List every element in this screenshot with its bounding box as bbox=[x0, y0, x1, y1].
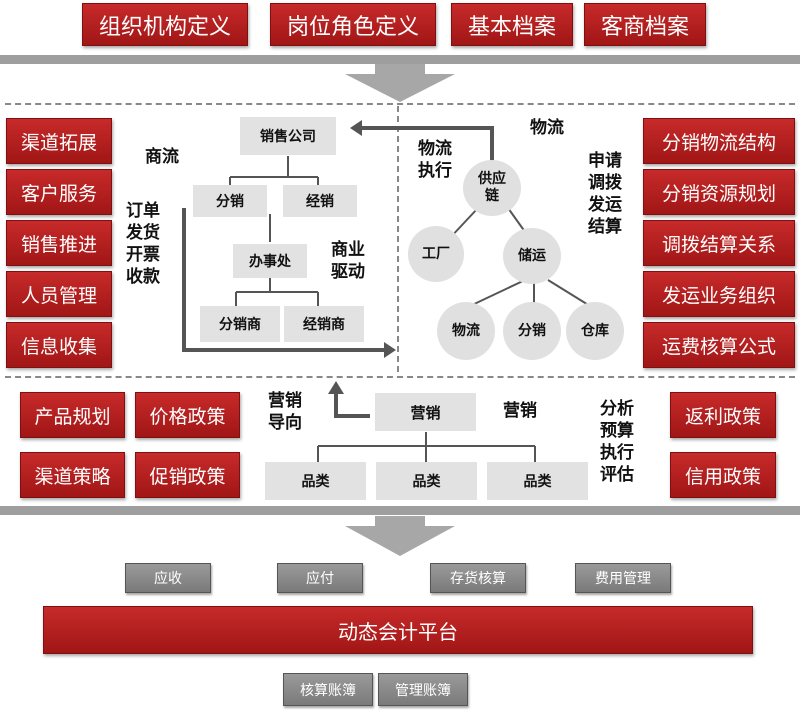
top-divider-bar bbox=[0, 55, 800, 64]
accounting-platform-bar[interactable]: 动态会计平台 bbox=[43, 606, 753, 654]
staff-management-button[interactable]: 人员管理 bbox=[6, 271, 112, 317]
factory-node: 工厂 bbox=[408, 226, 464, 282]
marketing-root-node: 营销 bbox=[375, 393, 476, 431]
upper-dashed-divider bbox=[5, 103, 795, 105]
commerce-tree-lines bbox=[229, 156, 319, 306]
basic-archive-button[interactable]: 基本档案 bbox=[451, 3, 573, 46]
down-arrow-bottom bbox=[345, 516, 455, 556]
channel-strategy-button[interactable]: 渠道策略 bbox=[20, 452, 125, 498]
dealer-merchant-node: 经销商 bbox=[284, 306, 364, 342]
category-node-2: 品类 bbox=[376, 462, 477, 500]
dealer-node: 经销 bbox=[283, 185, 357, 217]
distribution-node: 分销 bbox=[193, 185, 267, 217]
marketing-guide-label: 营销 导向 bbox=[268, 391, 302, 433]
distribution-resource-planning-button[interactable]: 分销资源规划 bbox=[643, 169, 795, 215]
distribution-logistics-structure-button[interactable]: 分销物流结构 bbox=[643, 118, 795, 164]
customer-service-button[interactable]: 客户服务 bbox=[6, 169, 112, 215]
logistics-label: 物流 bbox=[530, 118, 564, 138]
marketing-label: 营销 bbox=[503, 401, 537, 421]
promotion-policy-button[interactable]: 促销政策 bbox=[135, 452, 240, 498]
shipping-organization-button[interactable]: 发运业务组织 bbox=[643, 271, 795, 317]
channel-expansion-button[interactable]: 渠道拓展 bbox=[6, 118, 112, 164]
marketing-tree-lines bbox=[317, 432, 536, 462]
price-policy-button[interactable]: 价格政策 bbox=[135, 392, 240, 438]
storage-node: 储运 bbox=[503, 228, 561, 284]
logistics-side-label: 申请 调拨 发运 结算 bbox=[588, 151, 622, 237]
payable-button[interactable]: 应付 bbox=[277, 563, 363, 593]
warehouse-node: 仓库 bbox=[566, 302, 624, 360]
commerce-side-label: 订单 发货 开票 收款 bbox=[126, 201, 160, 287]
logistics-node: 物流 bbox=[437, 302, 495, 360]
org-structure-button[interactable]: 组织机构定义 bbox=[82, 3, 248, 46]
management-ledger-button[interactable]: 管理账簿 bbox=[378, 673, 468, 706]
info-collection-button[interactable]: 信息收集 bbox=[6, 322, 112, 368]
middle-dashed-divider-horizontal bbox=[5, 376, 795, 378]
distributor-node: 分销商 bbox=[200, 306, 280, 342]
order-flow-arrow bbox=[182, 208, 384, 352]
expense-management-button[interactable]: 费用管理 bbox=[575, 563, 671, 593]
analysis-label: 分析 预算 执行 评估 bbox=[600, 399, 634, 485]
transfer-settlement-button[interactable]: 调拨结算关系 bbox=[643, 220, 795, 266]
sales-promotion-button[interactable]: 销售推进 bbox=[6, 220, 112, 266]
supply-chain-node: 供应 链 bbox=[463, 160, 521, 216]
role-definition-button[interactable]: 岗位角色定义 bbox=[270, 3, 436, 46]
inventory-accounting-button[interactable]: 存货核算 bbox=[430, 563, 526, 593]
office-node: 办事处 bbox=[233, 244, 307, 278]
distribution-logistics-node: 分销 bbox=[503, 302, 561, 360]
accounting-ledger-button[interactable]: 核算账簿 bbox=[283, 673, 373, 706]
down-arrow-top bbox=[345, 64, 455, 102]
receivable-button[interactable]: 应收 bbox=[125, 563, 211, 593]
sales-company-node: 销售公司 bbox=[240, 117, 336, 155]
merchant-archive-button[interactable]: 客商档案 bbox=[584, 3, 706, 46]
rebate-policy-button[interactable]: 返利政策 bbox=[670, 392, 776, 438]
bottom-divider-bar bbox=[0, 506, 800, 515]
category-node-3: 品类 bbox=[487, 462, 588, 500]
commerce-drive-label: 商业 驱动 bbox=[331, 240, 365, 282]
product-planning-button[interactable]: 产品规划 bbox=[20, 392, 125, 438]
freight-formula-button[interactable]: 运费核算公式 bbox=[643, 322, 795, 368]
marketing-guide-arrow bbox=[334, 394, 370, 418]
logistics-exec-label: 物流 执行 bbox=[418, 139, 452, 181]
category-node-1: 品类 bbox=[265, 462, 366, 500]
logistics-feedback-arrow bbox=[362, 126, 494, 166]
commerce-label: 商流 bbox=[145, 147, 179, 167]
credit-policy-button[interactable]: 信用政策 bbox=[670, 452, 776, 498]
